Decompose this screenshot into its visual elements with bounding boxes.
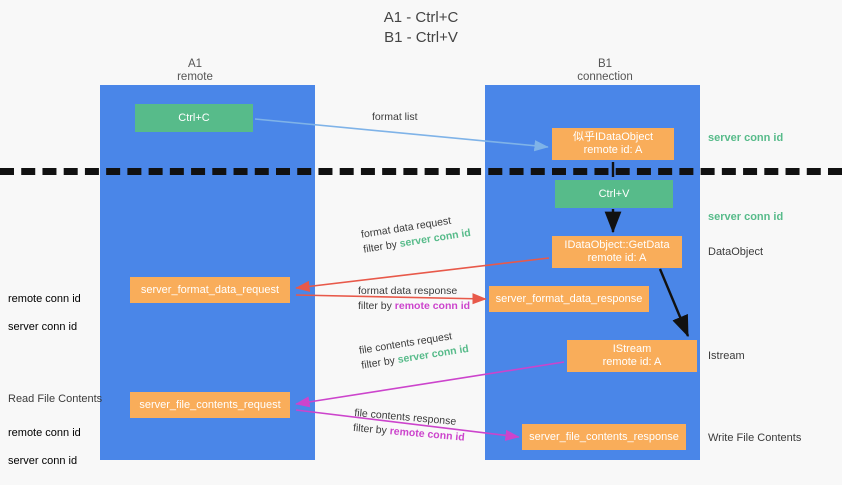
edge-label-format-data-response: format data response filter by remote co…	[358, 284, 470, 314]
column-header-b1: B1 connection	[577, 58, 633, 83]
column-header-a1: A1 remote	[177, 58, 213, 83]
side-label-server-conn-id: server conn id	[8, 321, 78, 333]
node-istream: IStream remote id: A	[567, 340, 697, 372]
filter-prefix: filter by	[358, 300, 395, 312]
side-label-dataobject: DataObject	[708, 246, 764, 258]
edge-label-file-contents-response: file contents response filter by remote …	[352, 406, 466, 446]
dashed-divider	[0, 168, 842, 175]
node-server-format-data-response: server_format_data_response	[489, 286, 649, 312]
side-label-write-file-contents: Write File Contents	[708, 432, 802, 444]
edge-label-format-data-request: format data request filter by server con…	[360, 211, 472, 258]
node-ctrl-c: Ctrl+C	[135, 104, 253, 132]
edge-label-file-contents-request: file contents request filter by server c…	[358, 327, 470, 374]
node-server-file-contents-request: server_file_contents_request	[130, 392, 290, 418]
side-label-remote-conn-id: remote conn id	[8, 427, 81, 439]
side-label-server-conn-id-mid: server conn id	[708, 211, 784, 223]
node-idataobject-getdata: IDataObject::GetData remote id: A	[552, 236, 682, 268]
side-label-istream: Istream	[708, 350, 745, 362]
edge-label-format-list-text: format list	[372, 111, 418, 123]
page-title: A1 - Ctrl+C B1 - Ctrl+V	[383, 9, 459, 46]
node-idataobject: 似乎IDataObject remote id: A	[552, 128, 674, 160]
side-label-server-conn-id: server conn id	[8, 455, 78, 467]
side-label-remote-conn-id: remote conn id	[8, 293, 81, 305]
edge-label-fdresp-line1: format data response	[358, 285, 458, 297]
edge-label-fdresp-line2: filter by remote conn id	[358, 299, 470, 314]
node-server-format-data-request: server_format_data_request	[130, 277, 290, 303]
filter-prefix: filter by	[352, 421, 391, 438]
side-label-conn-ids-bottom: remote conn id server conn id	[8, 412, 81, 482]
side-label-server-conn-id-top: server conn id	[708, 132, 784, 144]
side-label-conn-ids-top: remote conn id server conn id	[8, 278, 81, 348]
filter-value-remote-conn-id: remote conn id	[394, 300, 471, 312]
side-label-read-file-contents: Read File Contents	[8, 393, 103, 405]
node-ctrl-v: Ctrl+V	[555, 180, 673, 208]
edge-label-format-list: format list	[372, 110, 418, 125]
node-server-file-contents-response: server_file_contents_response	[522, 424, 686, 450]
